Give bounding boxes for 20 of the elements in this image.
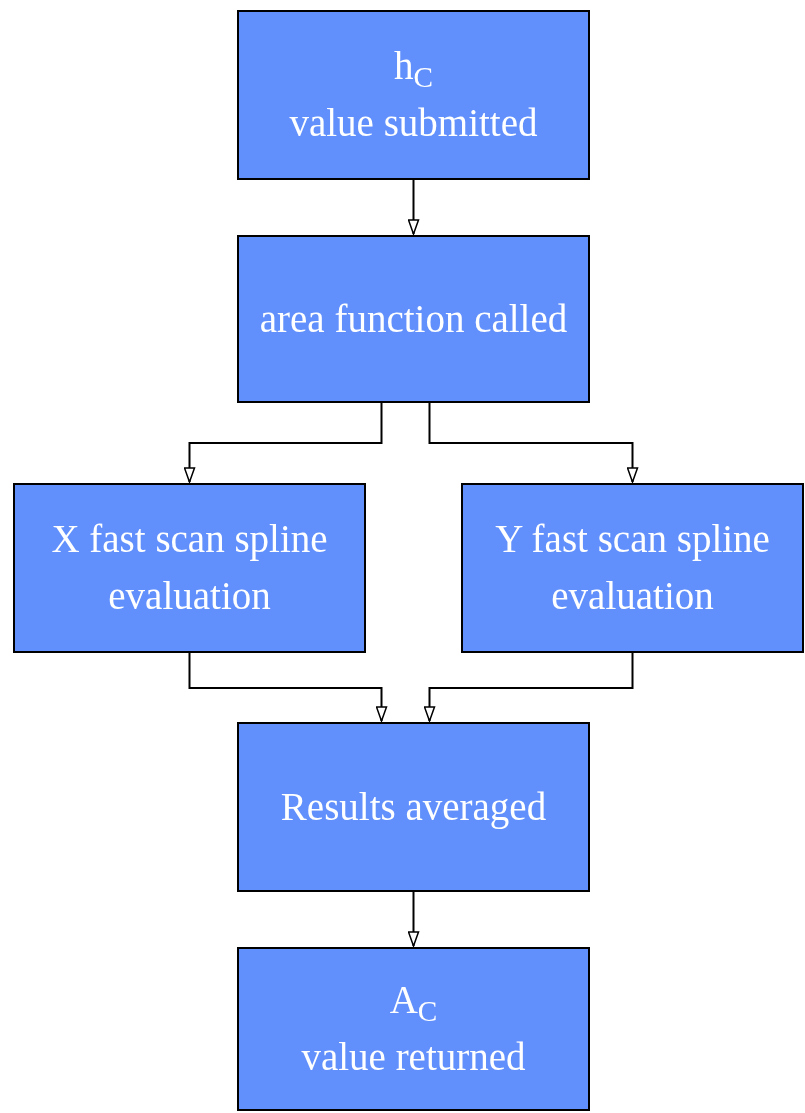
arrow — [407, 891, 420, 947]
box-label: X fast scan spline evaluation — [50, 516, 329, 619]
process-box — [237, 10, 590, 180]
box-label: area function called — [259, 295, 568, 342]
arrow — [188, 652, 388, 722]
arrow — [183, 402, 383, 483]
arrow — [423, 652, 634, 722]
box-label: value submitted — [289, 100, 538, 146]
box-label: value returned — [301, 1034, 526, 1080]
box-label: Y fast scan spline evaluation — [494, 516, 771, 619]
box-label: A$_{C}$ — [389, 977, 438, 1029]
box-label: h$_{C}$ — [394, 43, 433, 95]
process-box — [13, 483, 366, 653]
process-box — [237, 722, 590, 892]
process-box — [237, 235, 590, 403]
arrow — [407, 179, 420, 235]
process-box — [461, 483, 804, 653]
process-box — [237, 947, 590, 1111]
arrow — [428, 402, 639, 483]
box-label: Results averaged — [280, 783, 547, 831]
